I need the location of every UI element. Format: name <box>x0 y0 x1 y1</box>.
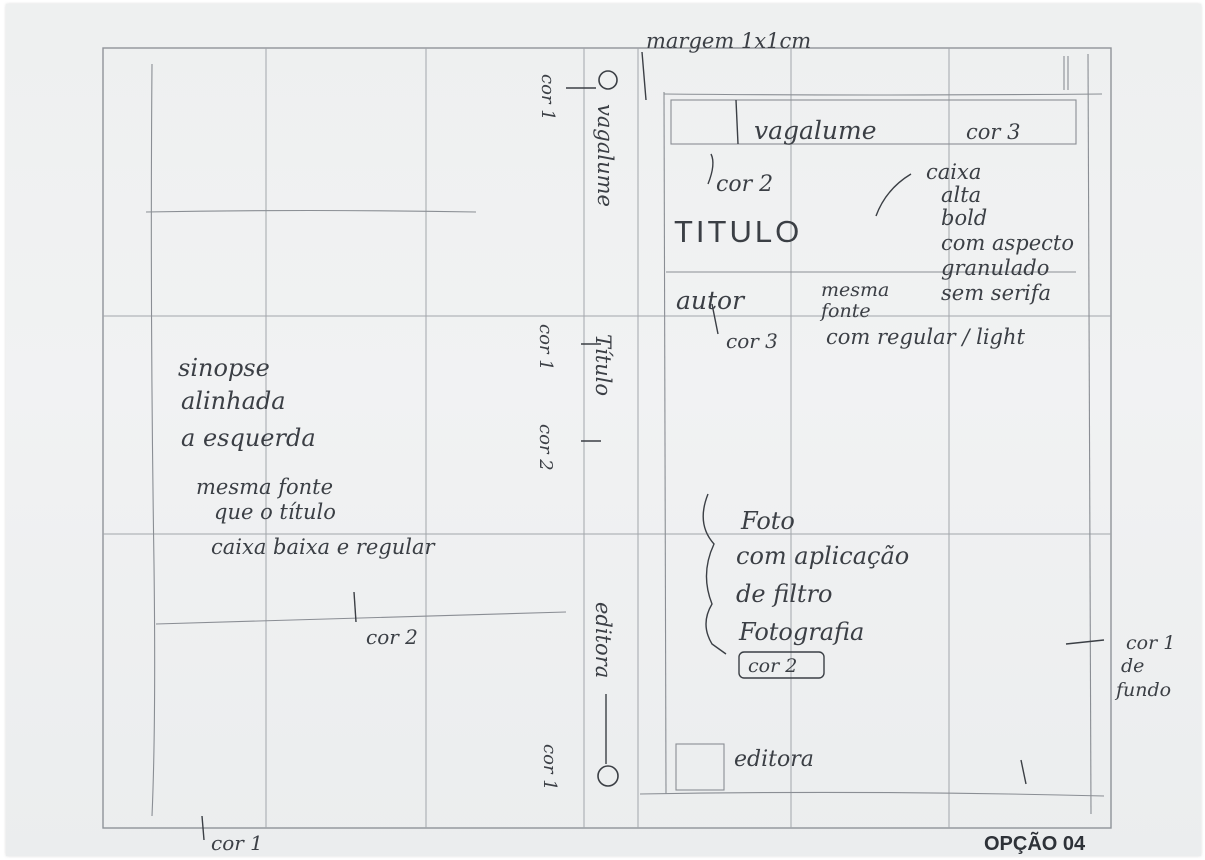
spine-cor1-bottom-note: cor 1 <box>539 744 560 791</box>
autor-note: autor <box>676 286 746 315</box>
mesma-fonte-sinopse-note: mesma fonte que o título caixa baixa e r… <box>196 475 437 559</box>
cor2-back-note: cor 2 <box>366 625 418 649</box>
svg-text:fonte: fonte <box>819 300 871 322</box>
svg-text:sem serifa: sem serifa <box>941 281 1051 305</box>
svg-text:cor 1: cor 1 <box>1126 632 1175 654</box>
spine-cor1-top-note: cor 1 <box>537 74 558 121</box>
svg-text:mesma fonte: mesma fonte <box>196 475 333 499</box>
vagalume-title-note: vagalume <box>754 116 877 145</box>
svg-text:de filtro: de filtro <box>736 580 832 608</box>
cor1-bottom-note: cor 1 <box>211 831 263 855</box>
spine-titulo-note: Título <box>591 334 615 396</box>
editora-front-note: editora <box>734 747 814 772</box>
svg-text:granulado: granulado <box>941 256 1049 280</box>
svg-text:Foto: Foto <box>740 507 795 535</box>
sinopse-note: sinopse alinhada a esquerda <box>178 354 316 452</box>
spine-cor1-mid-note: cor 1 <box>535 324 556 371</box>
svg-text:fundo: fundo <box>1114 679 1171 701</box>
cover-frame <box>102 47 1112 829</box>
spine-logo-bottom <box>597 765 619 787</box>
cor2-title-note: cor 2 <box>716 172 773 197</box>
mesma-fonte-note: mesma fonte <box>819 279 889 322</box>
spine-vagalume-note: vagalume <box>593 104 617 207</box>
cor3-note-top: cor 3 <box>966 120 1020 144</box>
svg-text:de: de <box>1121 655 1144 677</box>
annotation-arrows <box>201 51 1105 841</box>
cor1-fundo-note: cor 1 de fundo <box>1114 632 1175 701</box>
caixa-alta-note: caixa alta bold com aspecto granulado se… <box>926 160 1074 305</box>
svg-text:mesma: mesma <box>821 279 889 301</box>
svg-text:que o título: que o título <box>214 500 336 524</box>
opcao-label: OPÇÃO 04 <box>984 832 1086 855</box>
svg-text:com aplicação: com aplicação <box>736 542 909 570</box>
foto-note: Foto com aplicação de filtro Fotografia <box>736 507 909 646</box>
spine-cor2-note: cor 2 <box>535 424 556 471</box>
titulo-text: TITULO <box>674 214 802 249</box>
spine-logo-top <box>598 70 618 90</box>
svg-text:com aspecto: com aspecto <box>941 231 1074 255</box>
svg-text:sinopse: sinopse <box>178 354 270 382</box>
foto-cor2-note: cor 2 <box>748 655 797 677</box>
sketch-paper: margem 1x1cm vagalume cor 3 cor 2 TITULO… <box>6 4 1201 856</box>
margem-note: margem 1x1cm <box>646 29 811 53</box>
cor3-autor-note: cor 3 <box>726 329 778 353</box>
svg-text:caixa baixa e regular: caixa baixa e regular <box>211 535 437 559</box>
svg-text:a esquerda: a esquerda <box>181 424 316 452</box>
spine-editora-note: editora <box>591 602 615 678</box>
margin-lines <box>145 53 1105 817</box>
com-regular-note: com regular / light <box>826 325 1026 349</box>
grid-lines <box>103 48 1111 828</box>
book-cover-sketch: margem 1x1cm vagalume cor 3 cor 2 TITULO… <box>102 29 1175 855</box>
svg-text:alinhada: alinhada <box>181 387 286 415</box>
svg-text:alta: alta <box>941 183 981 207</box>
svg-text:caixa: caixa <box>926 160 981 184</box>
svg-text:Fotografia: Fotografia <box>738 618 864 646</box>
svg-text:bold: bold <box>941 206 987 230</box>
